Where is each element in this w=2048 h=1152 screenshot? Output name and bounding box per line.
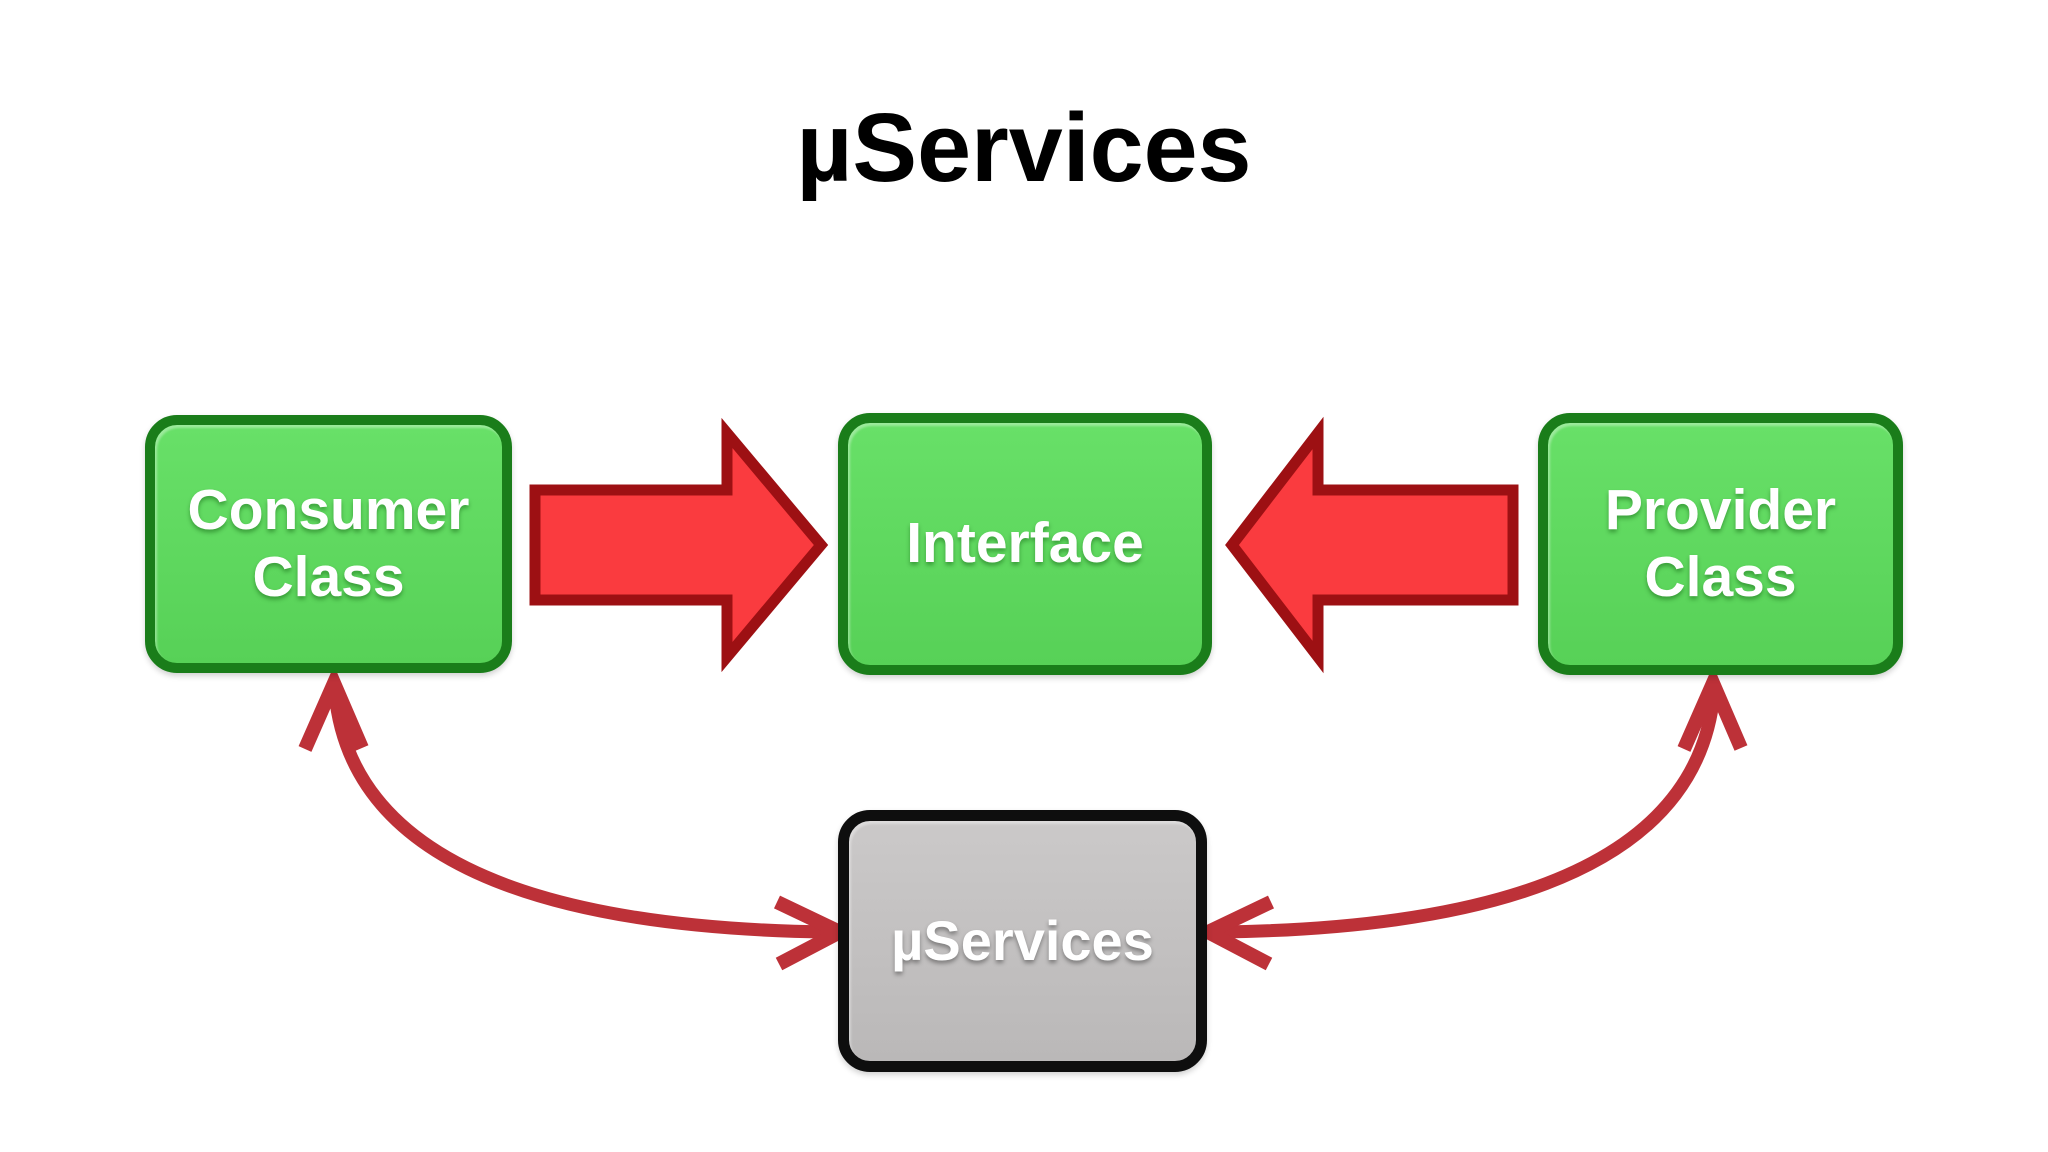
node-microservices: µServices: [838, 810, 1207, 1072]
node-consumer-class-label: Consumer Class: [187, 477, 470, 609]
curved-arrow-consumer-microservices: [298, 665, 856, 971]
node-microservices-label: µServices: [891, 908, 1154, 972]
curved-arrow-provider-microservices: [1192, 665, 1748, 971]
node-provider-class-label: Provider Class: [1604, 477, 1837, 609]
slide-title: µServices: [796, 93, 1252, 202]
node-interface: Interface: [838, 413, 1212, 675]
block-arrow-provider-to-interface: [1225, 416, 1519, 674]
node-provider-class: Provider Class: [1538, 413, 1903, 675]
node-consumer-class: Consumer Class: [145, 415, 512, 673]
node-interface-label: Interface: [906, 511, 1144, 576]
block-arrow-consumer-to-interface: [529, 417, 829, 673]
